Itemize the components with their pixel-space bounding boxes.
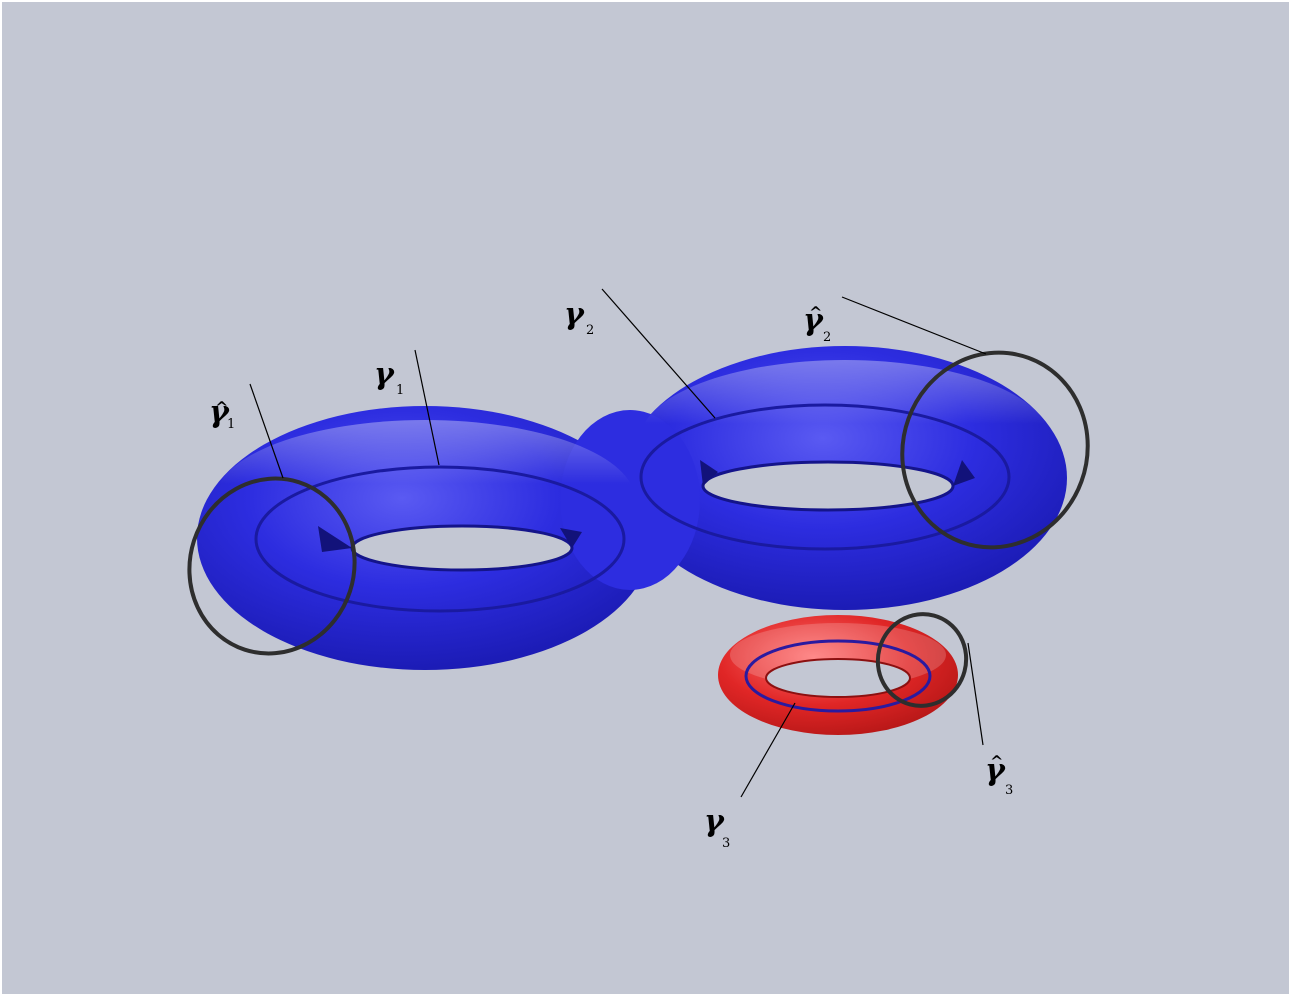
genus-two-surface <box>197 346 1067 670</box>
leader-gamma3 <box>740 702 796 798</box>
svg-text:γ: γ <box>374 357 395 392</box>
gammahat3-curve <box>875 612 969 708</box>
svg-text:γ: γ <box>564 297 585 332</box>
gammahat1-curve <box>187 476 357 656</box>
svg-text:γ: γ <box>704 804 725 839</box>
leader-gammahat1 <box>249 383 284 479</box>
label-gamma3: γ 3 <box>704 804 730 851</box>
svg-text:1: 1 <box>396 383 404 398</box>
label-gammahat2: ^ γ 2 <box>803 303 831 345</box>
leader-gammahat2 <box>841 296 987 355</box>
leader-gamma2 <box>601 288 716 419</box>
svg-text:2: 2 <box>823 330 831 345</box>
svg-text:2: 2 <box>586 323 594 338</box>
svg-text:γ: γ <box>803 303 824 338</box>
torus <box>718 615 958 735</box>
label-gammahat1: ^ γ 1 <box>209 395 235 432</box>
svg-text:^: ^ <box>215 398 228 417</box>
svg-text:3: 3 <box>722 836 730 851</box>
leader-gamma1 <box>414 349 440 466</box>
svg-text:1: 1 <box>227 417 235 432</box>
svg-text:γ: γ <box>985 753 1006 788</box>
gamma3-curve <box>744 639 932 713</box>
svg-text:^: ^ <box>990 752 1003 771</box>
label-gamma1: γ 1 <box>374 357 404 398</box>
leader-gammahat3 <box>967 642 984 746</box>
svg-text:γ: γ <box>209 395 230 430</box>
label-gamma2: γ 2 <box>564 297 594 338</box>
label-gammahat3: ^ γ 3 <box>985 752 1013 798</box>
gamma2-curve <box>639 403 1011 551</box>
gammahat2-curve <box>900 350 1090 550</box>
leader-lines <box>249 288 987 798</box>
gamma1-curve <box>254 465 626 613</box>
svg-text:^: ^ <box>809 303 822 322</box>
svg-text:3: 3 <box>1005 783 1013 798</box>
